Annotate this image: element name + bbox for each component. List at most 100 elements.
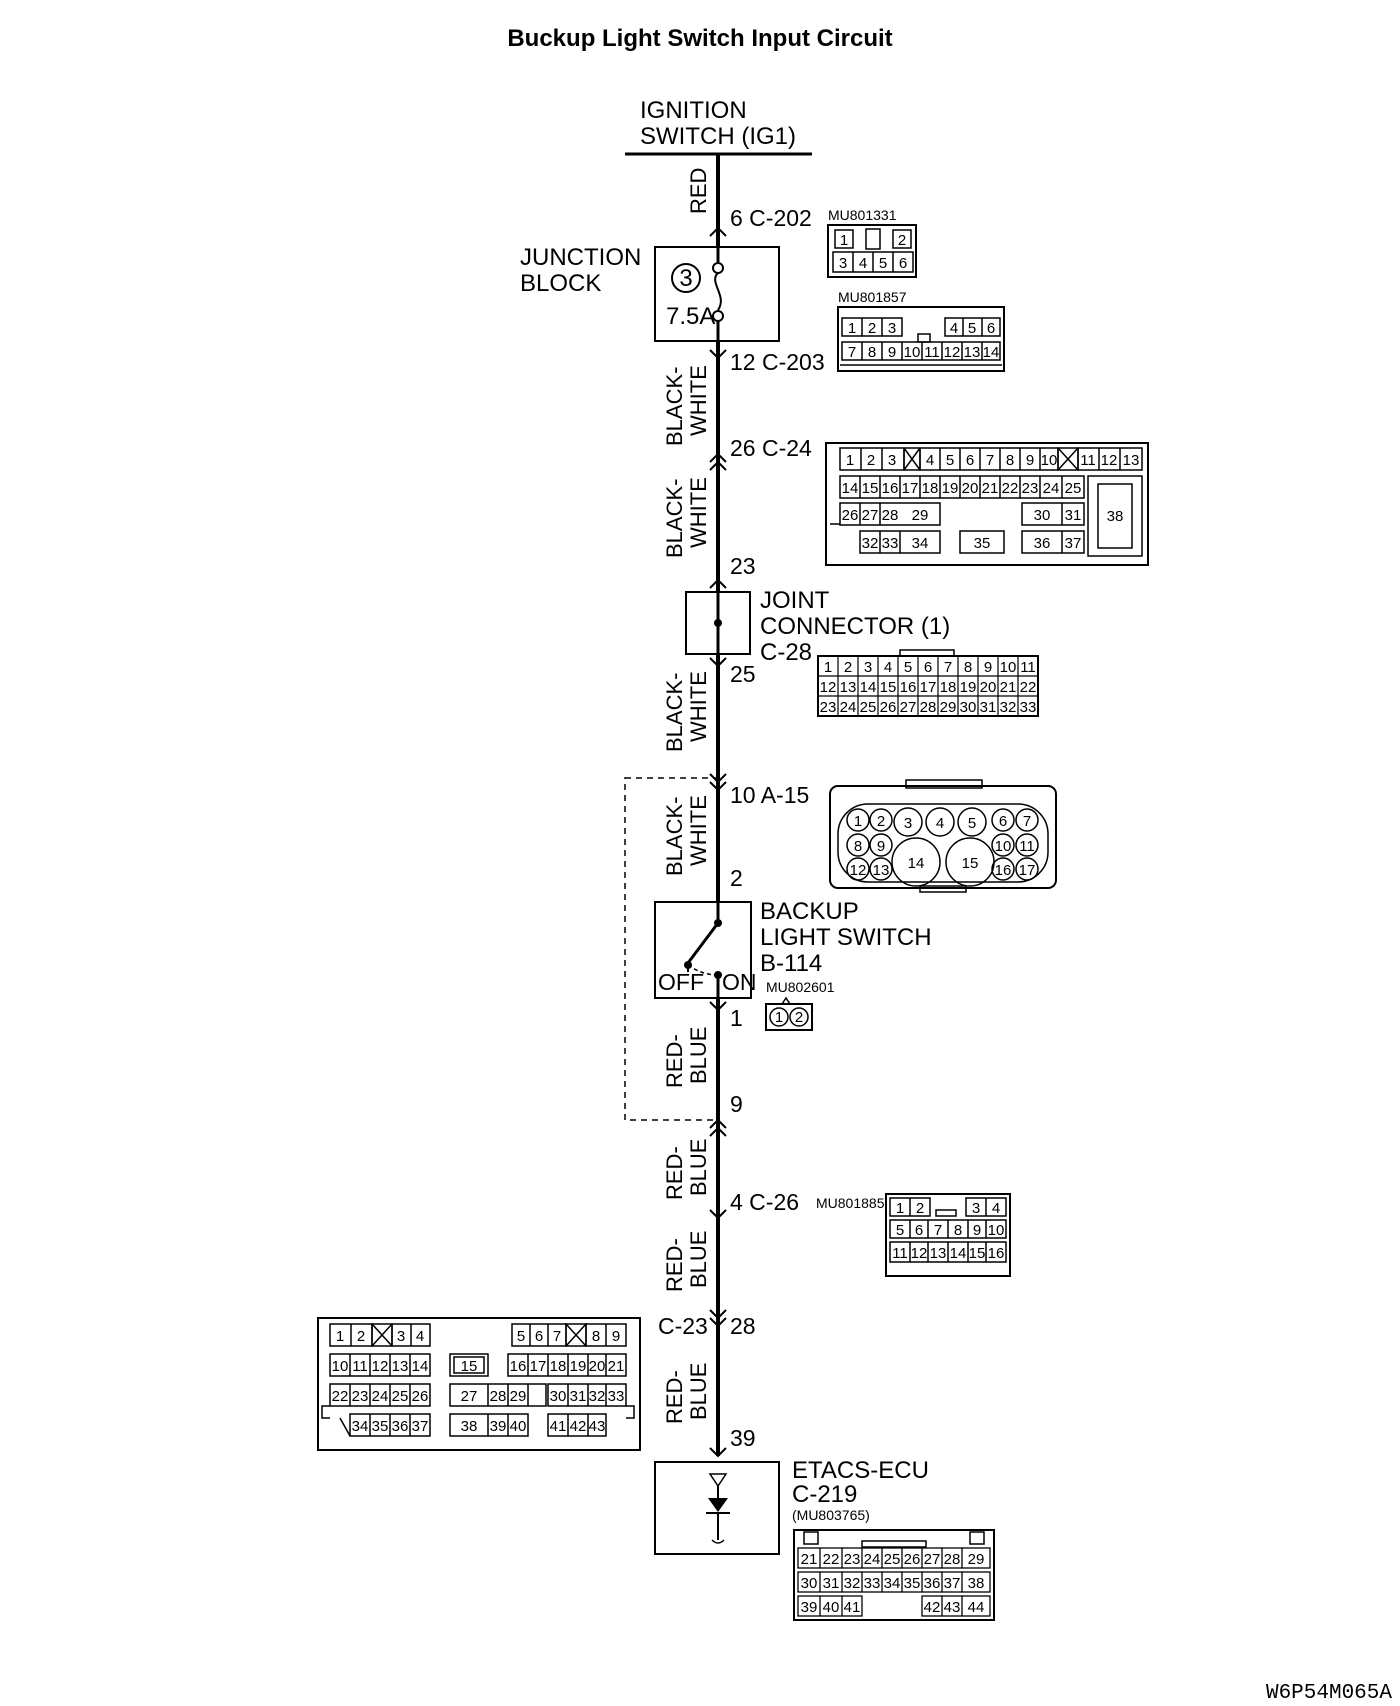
svg-text:4: 4 [884, 659, 892, 676]
svg-text:20: 20 [589, 1358, 606, 1375]
svg-text:10: 10 [988, 1222, 1005, 1239]
svg-text:12: 12 [1101, 452, 1118, 469]
svg-text:39: 39 [801, 1599, 818, 1616]
c202-part-number: MU801331 [828, 207, 897, 223]
svg-text:24: 24 [1043, 480, 1060, 497]
svg-text:8: 8 [868, 344, 876, 361]
ignition-switch-label-2: SWITCH (IG1) [640, 123, 796, 150]
svg-text:15: 15 [862, 480, 879, 497]
pin-28: 28 [730, 1313, 756, 1339]
svg-text:13: 13 [964, 344, 981, 361]
svg-text:20: 20 [962, 480, 979, 497]
svg-text:33: 33 [608, 1388, 625, 1405]
svg-text:24: 24 [840, 699, 857, 716]
svg-text:26: 26 [880, 699, 897, 716]
svg-text:10: 10 [1000, 659, 1017, 676]
terminal-c23 [709, 1309, 727, 1328]
svg-text:37: 37 [1065, 535, 1082, 552]
backup-switch-code: B-114 [760, 950, 822, 977]
svg-text:32: 32 [844, 1575, 861, 1592]
svg-text:18: 18 [940, 679, 957, 696]
wire-color-red-blue-4a: RED- [662, 1370, 687, 1424]
svg-text:4: 4 [992, 1200, 1000, 1217]
svg-text:38: 38 [461, 1418, 478, 1435]
c26-part-number: MU801885 [816, 1195, 885, 1211]
svg-text:34: 34 [352, 1418, 369, 1435]
svg-text:15: 15 [880, 679, 897, 696]
svg-text:12: 12 [944, 344, 961, 361]
svg-text:4: 4 [926, 452, 934, 469]
svg-text:12: 12 [372, 1358, 389, 1375]
fuse-number-circle [671, 263, 701, 293]
backup-switch-label-1: BACKUP [760, 898, 859, 925]
svg-text:8: 8 [854, 838, 862, 855]
svg-text:10: 10 [332, 1358, 349, 1375]
pin-10-a15: 10 A-15 [730, 782, 809, 808]
c24-connector-face: 1 2 3 4 5 6 7 8 9 10 11 12 13 14 15 16 1… [825, 442, 1149, 566]
svg-text:17: 17 [920, 679, 937, 696]
wire-color-red-blue-2b: BLUE [686, 1139, 711, 1196]
svg-text:31: 31 [980, 699, 997, 716]
joint-connector-label-2: CONNECTOR (1) [760, 613, 950, 640]
svg-text:6: 6 [915, 1222, 923, 1239]
svg-text:2: 2 [357, 1328, 365, 1345]
svg-text:41: 41 [550, 1418, 567, 1435]
switch-on-label: ON [722, 969, 757, 995]
svg-text:8: 8 [592, 1328, 600, 1345]
svg-text:5: 5 [896, 1222, 904, 1239]
svg-text:13: 13 [873, 862, 890, 879]
joint-connector-label-1: JOINT [760, 587, 830, 614]
svg-text:35: 35 [904, 1575, 921, 1592]
svg-text:40: 40 [823, 1599, 840, 1616]
svg-text:26: 26 [412, 1388, 429, 1405]
fuse-number: 3 [679, 265, 692, 292]
svg-text:39: 39 [490, 1418, 507, 1435]
terminal-9 [709, 1118, 727, 1137]
svg-text:37: 37 [412, 1418, 429, 1435]
svg-text:5: 5 [968, 320, 976, 337]
svg-text:6: 6 [924, 659, 932, 676]
c203-connector-face: 1 2 3 4 5 6 7 8 9 10 11 12 13 14 [837, 306, 1005, 372]
svg-text:10: 10 [1041, 452, 1058, 469]
svg-text:36: 36 [392, 1418, 409, 1435]
svg-text:5: 5 [946, 452, 954, 469]
svg-text:2: 2 [867, 452, 875, 469]
svg-text:21: 21 [1000, 679, 1017, 696]
svg-text:4: 4 [859, 255, 867, 272]
svg-text:13: 13 [392, 1358, 409, 1375]
wire-color-black-white-1b: WHITE [686, 365, 711, 436]
wire-color-red-blue-3b: BLUE [686, 1231, 711, 1288]
joint-dot [714, 619, 722, 627]
svg-text:3: 3 [972, 1200, 980, 1217]
svg-text:33: 33 [864, 1575, 881, 1592]
svg-text:3: 3 [888, 452, 896, 469]
svg-text:15: 15 [962, 855, 979, 872]
svg-text:21: 21 [801, 1551, 818, 1568]
svg-text:24: 24 [864, 1551, 881, 1568]
svg-text:14: 14 [412, 1358, 429, 1375]
wire-color-black-white-4b: WHITE [686, 795, 711, 866]
backup-switch-label-2: LIGHT SWITCH [760, 924, 932, 951]
svg-text:42: 42 [570, 1418, 587, 1435]
svg-text:7: 7 [848, 344, 856, 361]
wire-color-black-white-3a: BLACK- [662, 673, 687, 752]
svg-text:8: 8 [964, 659, 972, 676]
svg-text:32: 32 [862, 535, 879, 552]
svg-text:16: 16 [988, 1245, 1005, 1262]
svg-text:7: 7 [944, 659, 952, 676]
svg-text:19: 19 [960, 679, 977, 696]
svg-text:5: 5 [904, 659, 912, 676]
svg-text:30: 30 [960, 699, 977, 716]
svg-text:1: 1 [848, 320, 856, 337]
svg-text:42: 42 [924, 1599, 941, 1616]
pin-23: 23 [730, 553, 756, 579]
svg-text:7: 7 [1023, 813, 1031, 830]
svg-text:2: 2 [916, 1200, 924, 1217]
pin-6-c202: 6 C-202 [730, 205, 812, 231]
svg-text:18: 18 [922, 480, 939, 497]
svg-text:14: 14 [860, 679, 877, 696]
terminal-c203 [709, 349, 727, 360]
terminal-25 [709, 657, 727, 668]
svg-text:10: 10 [904, 344, 921, 361]
